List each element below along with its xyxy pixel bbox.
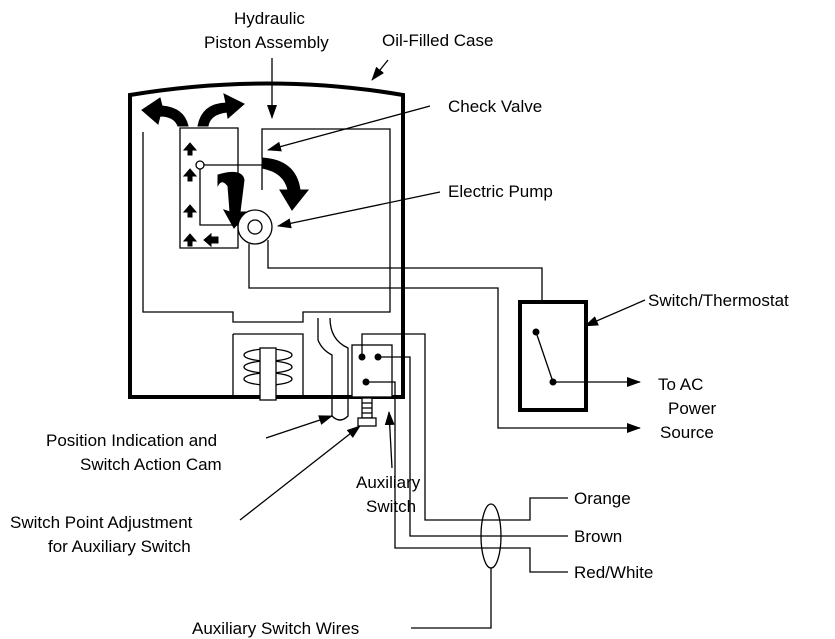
spring-coil bbox=[243, 347, 293, 401]
aux-wires-leader bbox=[411, 568, 492, 629]
auxiliary-switch-body bbox=[351, 344, 393, 398]
label-oil-case: Oil-Filled Case bbox=[382, 31, 493, 50]
thermostat-contact-dot-1 bbox=[532, 328, 540, 336]
label-adjustment-1: Switch Point Adjustment bbox=[10, 513, 193, 532]
label-wire-redwhite: Red/White bbox=[574, 563, 653, 582]
label-cam-1: Position Indication and bbox=[46, 431, 217, 450]
label-ac-3: Source bbox=[660, 423, 714, 442]
label-adjustment-2: for Auxiliary Switch bbox=[48, 537, 191, 556]
thermostat-contact-arm bbox=[535, 331, 554, 383]
leader-cam bbox=[265, 415, 333, 439]
oil-filled-case bbox=[128, 81, 405, 399]
label-aux-wires: Auxiliary Switch Wires bbox=[192, 619, 359, 638]
aux-wire-brown bbox=[378, 356, 568, 537]
label-switch-thermostat: Switch/Thermostat bbox=[648, 291, 789, 310]
label-aux-switch-1: Auxiliary bbox=[356, 473, 421, 492]
leader-oil-case bbox=[371, 59, 389, 81]
pump-wire-2 bbox=[248, 244, 641, 433]
aux-wire-redwhite bbox=[366, 381, 568, 573]
piston-body bbox=[179, 127, 239, 249]
label-wire-brown: Brown bbox=[574, 527, 622, 546]
check-valve-ball bbox=[195, 160, 205, 170]
leader-adjustment bbox=[239, 425, 361, 521]
label-ac-1: To AC bbox=[658, 375, 703, 394]
leader-switch-thermostat bbox=[584, 299, 646, 327]
inner-housing bbox=[142, 128, 391, 323]
leader-aux-switch bbox=[384, 411, 395, 469]
adjustment-screw bbox=[357, 397, 377, 427]
leader-check-valve bbox=[267, 105, 431, 152]
label-electric-pump: Electric Pump bbox=[448, 182, 553, 201]
label-ac-2: Power bbox=[668, 399, 717, 418]
label-check-valve: Check Valve bbox=[448, 97, 542, 116]
label-hydraulic-2: Piston Assembly bbox=[204, 33, 329, 52]
electric-pump-inner bbox=[247, 219, 263, 235]
label-cam-2: Switch Action Cam bbox=[80, 455, 222, 474]
leader-electric-pump bbox=[277, 191, 441, 229]
switch-thermostat-box bbox=[518, 300, 588, 412]
aux-wire-orange bbox=[361, 333, 568, 521]
flow-arrows-top bbox=[141, 93, 310, 229]
label-aux-switch-2: Switch bbox=[366, 497, 416, 516]
label-hydraulic-1: Hydraulic bbox=[234, 9, 305, 28]
switch-action-cam bbox=[317, 317, 349, 421]
label-wire-orange: Orange bbox=[574, 489, 631, 508]
flow-arrows-up bbox=[182, 142, 219, 248]
spring-housing bbox=[232, 333, 304, 397]
